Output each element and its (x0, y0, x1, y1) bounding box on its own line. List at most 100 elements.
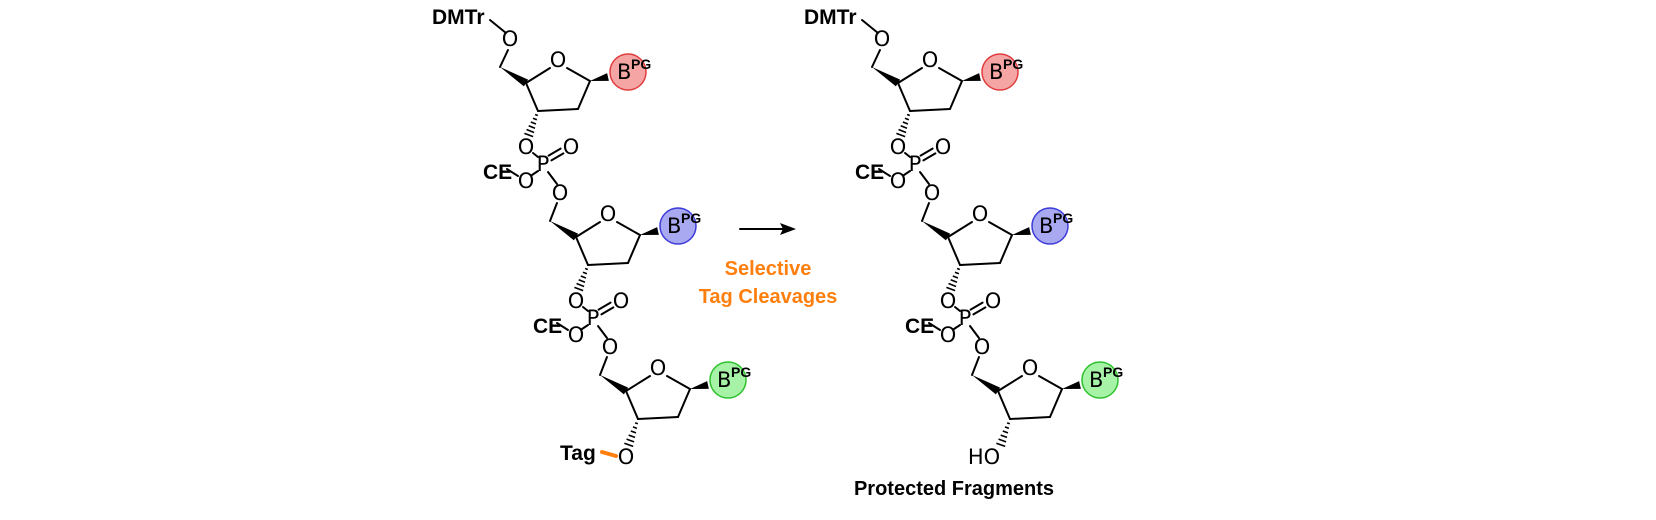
o5-terminal: O (502, 27, 519, 51)
terminal-o3-hash (1006, 422, 1011, 425)
sugar-3-o4-c1 (1038, 375, 1063, 390)
phosphate-2-oce-ce (928, 322, 941, 331)
phosphate-2-oce-ce (556, 322, 569, 331)
phosphate-1-o3-hash (534, 113, 539, 117)
terminal-o3-hash (998, 438, 1007, 443)
nucleobase-3-circle (709, 361, 747, 399)
dmtr-o-bond (489, 19, 507, 34)
phosphate-2-p-oce (581, 324, 589, 330)
dmtr-o-bond (861, 19, 879, 34)
sugar-1-ring-o: O (922, 48, 939, 72)
tag-linker-bond (600, 450, 618, 458)
phosphate-1-o3-hash (904, 117, 910, 121)
phosphate-2-p-oxo (600, 306, 615, 316)
sugar-3-base-wedge (1062, 381, 1081, 389)
phosphate-1-o5: O (924, 181, 941, 205)
sugar-3-c2-c3 (1009, 416, 1051, 420)
phosphate-2-o3-hash (946, 286, 956, 292)
arrow-head (780, 223, 796, 235)
phosphate-2-o3-hash (954, 271, 960, 275)
condition-tag-cleavages: Tag Cleavages (699, 286, 838, 308)
o5-terminal: O (874, 27, 891, 51)
phosphate-1-p-oxo (919, 147, 934, 157)
sugar-2-c1-c2 (999, 234, 1013, 264)
sugar-3-ring-o: O (1022, 356, 1039, 380)
phosphate-2-o3-hash (956, 267, 961, 271)
phosphate-2-o3-hash (578, 279, 586, 283)
phosphate-1-o3-hash (898, 128, 907, 134)
phosphate-1-o3: O (890, 135, 907, 159)
sugar-2-c5-wedge (550, 221, 579, 241)
phosphate-2-ce: CE (905, 315, 934, 338)
sugar-2-c2-c3 (959, 262, 1001, 266)
phosphate-2-o3-hash (574, 286, 584, 292)
nucleobase-2-circle (1031, 207, 1069, 245)
nucleobase-3-pg: PG (731, 364, 751, 380)
phosphate-1-oxo: O (563, 135, 580, 159)
phosphate-2-p-o5 (597, 325, 608, 339)
nucleobase-1-pg: PG (631, 56, 651, 72)
phosphate-1-p-oce (531, 170, 539, 176)
phosphate-1-ce: CE (855, 161, 884, 184)
phosphate-2-o3-hash (952, 275, 959, 279)
phosphate-2-o3: O (940, 289, 957, 313)
nucleobase-2-circle (659, 207, 697, 245)
phosphate-2-o5: O (974, 335, 991, 359)
terminal-o3-hash (628, 434, 636, 439)
sugar-1-c4-o4 (897, 67, 923, 84)
phosphate-1-oce-ce (506, 168, 519, 177)
phosphate-2-oxo: O (613, 289, 630, 313)
nucleobase-2-pg: PG (681, 210, 701, 226)
sugar-2-o4-c1 (988, 221, 1013, 236)
phosphate-1-p: P (537, 152, 550, 176)
phosphate-2-o3-hash (580, 275, 587, 279)
phosphate-2-oxo: O (985, 289, 1002, 313)
sugar-3-c4-o4 (997, 375, 1023, 392)
sugar-1-c1-c2 (949, 80, 963, 110)
terminal-o3-hash (626, 438, 635, 443)
sugar-2-c3-c4 (575, 236, 589, 266)
sugar-2-c4-o4 (947, 221, 973, 238)
phosphate-2-o3: O (568, 289, 585, 313)
nucleobase-1-b: B (617, 60, 631, 84)
sugar-1-o4-c1 (566, 67, 591, 82)
phosphate-1-o3-p (532, 152, 539, 158)
sugar-3-c4-o4 (625, 375, 651, 392)
o5-c5-bond-3 (599, 356, 608, 376)
phosphate-1-ce: CE (483, 161, 512, 184)
terminal-o3-hash (634, 422, 639, 425)
o5-c5-bond (499, 49, 509, 68)
product-caption: Protected Fragments (854, 478, 1054, 500)
phosphate-2-p-oce (953, 324, 961, 330)
sugar-1-c1-c2 (577, 80, 591, 110)
terminal-hydroxyl: HO (968, 445, 1000, 469)
sugar-3-c1-c2 (1049, 388, 1063, 418)
phosphate-2-oce: O (940, 323, 957, 347)
sugar-3-c3-c4 (997, 390, 1011, 420)
nucleobase-3-b: B (1089, 368, 1103, 392)
sugar-3-c1-c2 (677, 388, 691, 418)
phosphate-1-o3-hash (900, 125, 908, 129)
terminal-o3: O (618, 445, 635, 469)
phosphate-1-o3-hash (902, 121, 909, 125)
phosphate-1-oce-ce (878, 168, 891, 177)
sugar-2-ring-o: O (972, 202, 989, 226)
reaction-arrow-group: Selective Tag Cleavages (699, 223, 838, 308)
phosphate-1-o3-hash (906, 113, 911, 117)
phosphate-1-oce: O (890, 169, 907, 193)
sugar-3-o4-c1 (666, 375, 691, 390)
sugar-2-c5-wedge (922, 221, 951, 241)
terminal-o3-hash (624, 442, 634, 448)
nucleobase-1-circle (609, 53, 647, 91)
phosphate-2-o5: O (602, 335, 619, 359)
phosphate-2-ce: CE (533, 315, 562, 338)
phosphate-2-p-oxo (969, 301, 984, 311)
sugar-2-c3-c4 (947, 236, 961, 266)
phosphate-2-p: P (587, 306, 600, 330)
sugar-1-c2-c3 (537, 108, 579, 112)
sugar-3-c2-c3 (637, 416, 679, 420)
